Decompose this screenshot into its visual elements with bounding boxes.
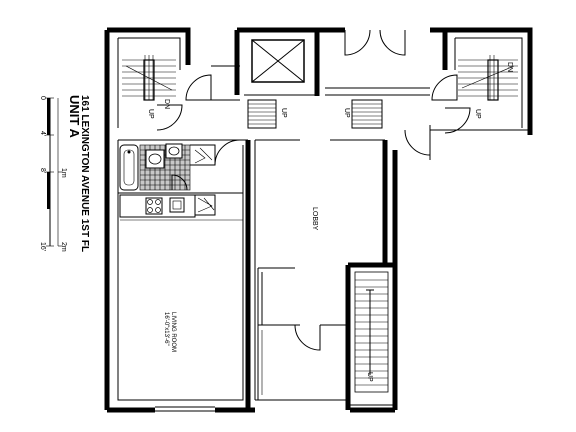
left-stair-up: UP <box>147 109 154 119</box>
right-stair: DN UP <box>404 27 533 160</box>
vestibule <box>317 27 445 96</box>
living-room-dims: 16'-0"x13'-6" <box>163 312 169 346</box>
scale-bar: 0 4' 8' 16' 1m 2m <box>39 96 67 252</box>
hall-steps: UP UP <box>247 99 383 129</box>
scale-tick-0: 0 <box>39 96 46 100</box>
unit-walls <box>107 139 398 413</box>
unit-title: UNIT A <box>67 95 82 138</box>
scale-tick-4: 4' <box>39 131 46 136</box>
bathroom <box>119 139 241 191</box>
scale-tick-16: 16' <box>39 242 46 251</box>
elevator <box>234 27 320 96</box>
living-room: LIVING ROOM 16'-0"x13'-6" <box>163 312 176 352</box>
lower-stair: UP <box>345 262 395 410</box>
left-stair: DN UP <box>104 27 240 410</box>
hall-up-1: UP <box>280 108 287 118</box>
living-room-label: LIVING ROOM <box>170 312 176 352</box>
lower-stair-up: UP <box>366 372 373 382</box>
kitchen <box>118 192 243 221</box>
left-stair-dn: DN <box>163 99 170 109</box>
title-block: UNIT A 161 LEXINGTON AVENUE 1ST FL <box>67 95 90 252</box>
lobby-label: LOBBY <box>311 207 318 231</box>
address-title: 161 LEXINGTON AVENUE 1ST FL <box>79 95 90 252</box>
right-stair-up: UP <box>474 109 481 119</box>
hall-up-2: UP <box>343 108 350 118</box>
scale-tick-1m: 1m <box>60 168 67 178</box>
scale-tick-8: 8' <box>39 168 46 173</box>
lobby: LOBBY <box>257 207 348 400</box>
scale-tick-2m: 2m <box>60 242 67 252</box>
right-stair-dn: DN <box>506 62 513 72</box>
